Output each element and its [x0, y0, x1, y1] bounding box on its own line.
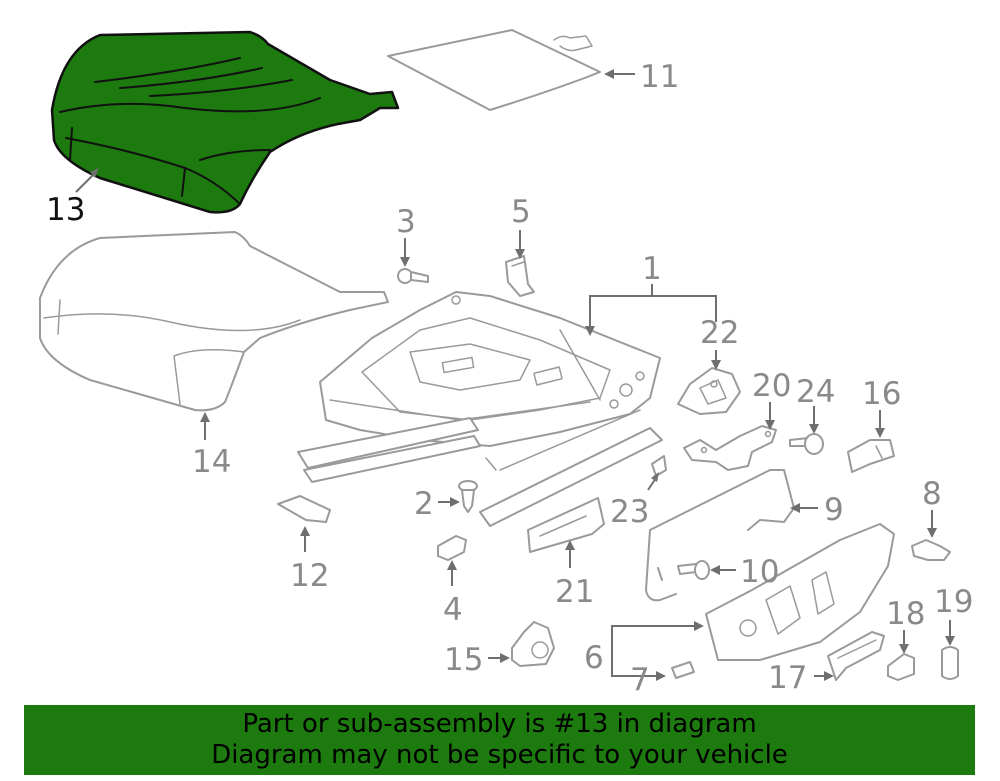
- part-3-bolt[interactable]: [397, 268, 429, 284]
- part-16-lever[interactable]: [847, 439, 895, 473]
- callout-23[interactable]: 23: [610, 494, 649, 530]
- part-12-trim-clip[interactable]: [277, 495, 331, 523]
- part-21-side-trim[interactable]: [527, 497, 605, 553]
- part-5-clip[interactable]: [505, 255, 535, 297]
- banner-line-2: Diagram may not be specific to your vehi…: [211, 740, 788, 770]
- part-1-seat-frame[interactable]: [297, 291, 663, 527]
- callout-17[interactable]: 17: [768, 660, 807, 696]
- part-6-side-shield[interactable]: [705, 523, 895, 661]
- part-24-bolt[interactable]: [789, 433, 824, 455]
- callout-12[interactable]: 12: [290, 558, 329, 594]
- callout-6[interactable]: 6: [584, 640, 604, 676]
- callout-24[interactable]: 24: [796, 374, 835, 410]
- banner-line-1: Part or sub-assembly is #13 in diagram: [242, 709, 757, 739]
- part-8-clip[interactable]: [911, 539, 951, 561]
- callout-15[interactable]: 15: [444, 642, 483, 678]
- part-20-bracket[interactable]: [683, 425, 777, 471]
- callout-22[interactable]: 22: [700, 315, 739, 351]
- callout-2[interactable]: 2: [414, 486, 434, 522]
- callout-13[interactable]: 13: [46, 192, 85, 228]
- part-2-screw[interactable]: [458, 480, 478, 513]
- part-14-cushion-cover[interactable]: [39, 231, 389, 412]
- callout-5[interactable]: 5: [511, 194, 531, 230]
- callout-19[interactable]: 19: [934, 584, 973, 620]
- part-15-motor[interactable]: [511, 621, 555, 667]
- callout-18[interactable]: 18: [886, 596, 925, 632]
- callout-20[interactable]: 20: [752, 368, 791, 404]
- part-7-clip[interactable]: [671, 661, 695, 679]
- callout-10[interactable]: 10: [740, 554, 779, 590]
- callout-9[interactable]: 9: [824, 492, 844, 528]
- callout-16[interactable]: 16: [862, 376, 901, 412]
- part-23-clip[interactable]: [651, 455, 667, 477]
- callout-4[interactable]: 4: [443, 592, 463, 628]
- callout-11[interactable]: 11: [640, 59, 679, 95]
- part-17-switch-trim[interactable]: [827, 631, 885, 681]
- callout-labels: 13 14 11 3 5 1 22 20 24 16 2 12 4 21 23 …: [46, 59, 973, 698]
- info-banner: Part or sub-assembly is #13 in diagram D…: [24, 705, 975, 775]
- callout-21[interactable]: 21: [555, 574, 594, 610]
- part-13-seat-cushion[interactable]: [50, 30, 400, 214]
- part-4-bracket[interactable]: [437, 535, 467, 561]
- callout-3[interactable]: 3: [396, 204, 416, 240]
- callout-8[interactable]: 8: [922, 476, 942, 512]
- callout-7[interactable]: 7: [630, 662, 650, 698]
- part-18-knob[interactable]: [887, 653, 915, 681]
- leader-lines: [75, 69, 955, 681]
- callout-14[interactable]: 14: [192, 444, 231, 480]
- part-22-motor-bracket[interactable]: [677, 367, 741, 415]
- part-19-knob[interactable]: [941, 646, 959, 680]
- callout-1[interactable]: 1: [642, 251, 662, 287]
- part-10-bolt[interactable]: [677, 560, 710, 580]
- part-11-heater-mat[interactable]: [387, 29, 601, 111]
- parts-diagram: 13 14 11 3 5 1 22 20 24 16 2 12 4 21 23 …: [39, 29, 973, 698]
